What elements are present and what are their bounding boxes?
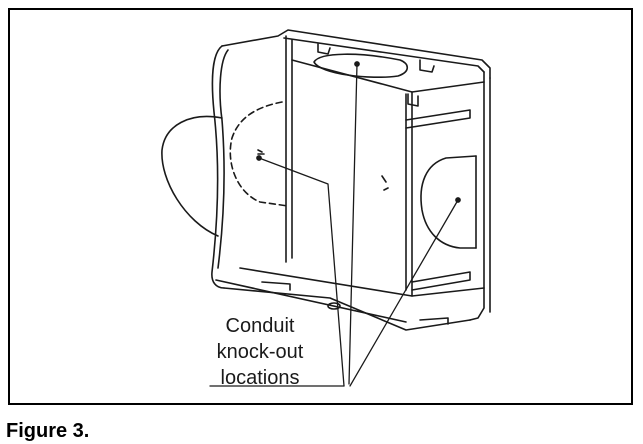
left-dome-knockout [161,115,223,237]
callout-leaders [256,61,461,387]
figure-frame: Conduit knock-out locations [8,8,633,405]
junction-box-drawing [161,29,491,387]
figure-caption: Figure 3. [6,420,90,442]
top-rim [221,29,491,79]
callout-line-1: Conduit [225,315,295,337]
left-dashed-knockout [229,101,289,207]
right-bulge-knockout [420,155,477,249]
top-oval-knockout [313,53,409,79]
right-face [469,71,485,321]
callout-line-3: locations [220,367,300,389]
left-side-wall [211,45,225,289]
conduit-knockout-callout: Conduit knock-out locations [206,313,314,391]
callout-line-2: knock-out [216,341,304,363]
